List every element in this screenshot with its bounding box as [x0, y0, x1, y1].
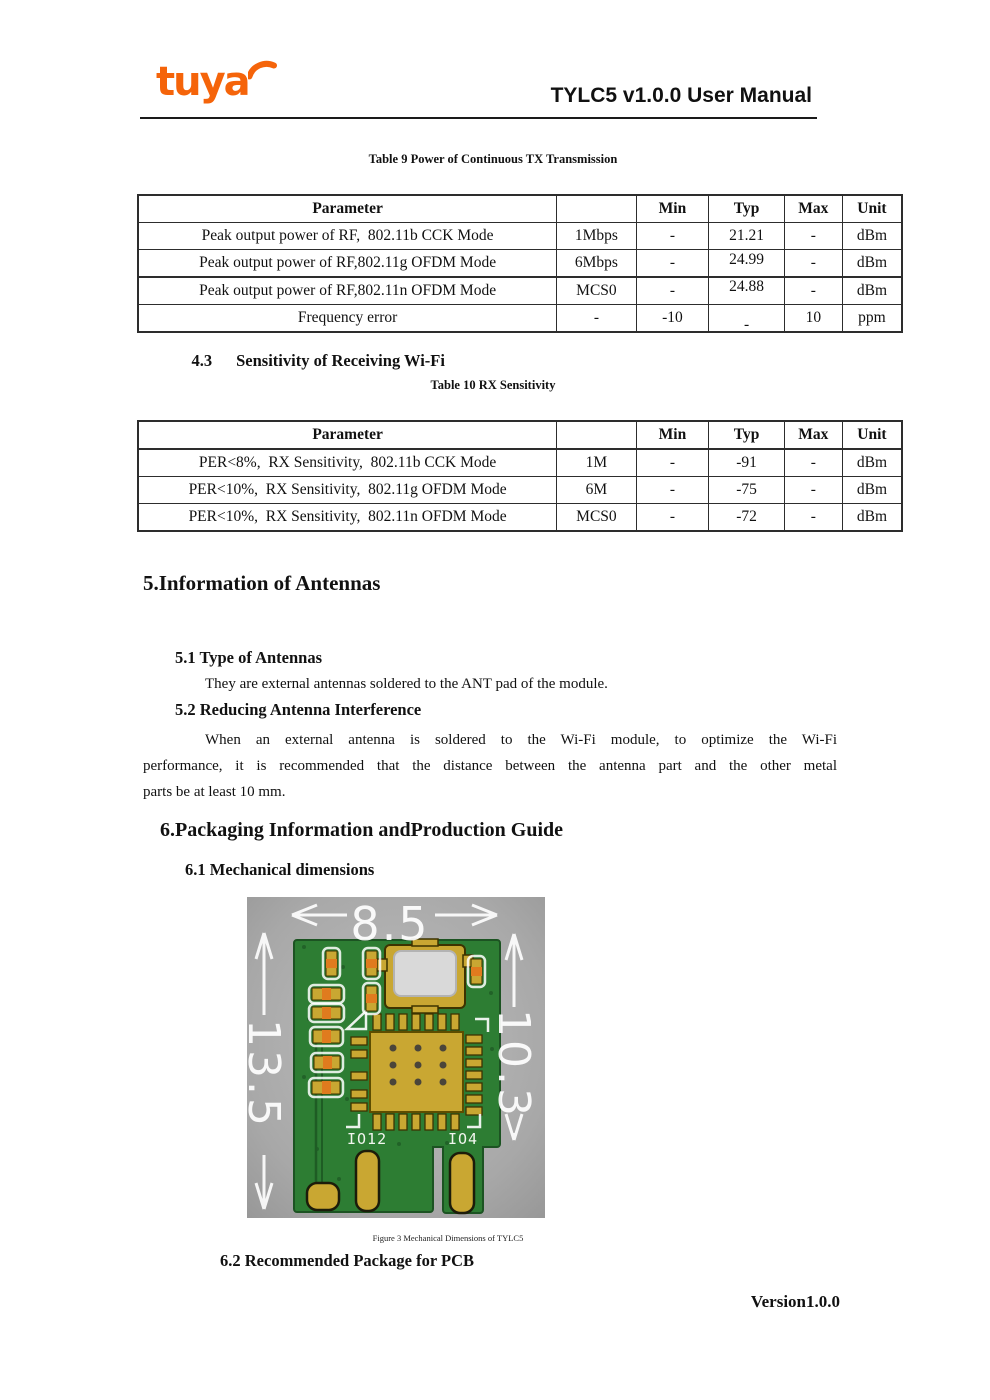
- table-cell: -: [635, 503, 710, 532]
- table-cell: dBm: [841, 249, 903, 278]
- table-cell: Peak output power of RF,802.11n OFDM Mod…: [137, 276, 558, 305]
- heading-5: 5.Information of Antennas: [143, 571, 381, 595]
- paragraph-line: performance, it is recommended that the …: [143, 758, 837, 774]
- table-cell: -: [783, 476, 843, 504]
- table-cell: dBm: [841, 503, 903, 532]
- table-cell: dBm: [841, 276, 903, 305]
- table-row: Peak output power of RF, 802.11b CCK Mod…: [137, 222, 903, 250]
- table-cell: PER<10%, RX Sensitivity, 802.11g OFDM Mo…: [137, 476, 558, 504]
- table-row: PER<10%, RX Sensitivity, 802.11n OFDM Mo…: [137, 503, 903, 532]
- heading-4-3-title: Sensitivity of Receiving Wi-Fi: [236, 351, 445, 370]
- table-cell: -: [635, 222, 710, 250]
- table-header-cell: Min: [635, 194, 710, 223]
- table-cell: -: [635, 448, 710, 477]
- table-cell: dBm: [841, 476, 903, 504]
- table-header-cell: Max: [783, 420, 843, 450]
- table-row: PER<8%, RX Sensitivity, 802.11b CCK Mode…: [137, 448, 903, 477]
- table-cell: 24.88: [708, 276, 785, 305]
- table-cell: -: [783, 448, 843, 477]
- tuya-antenna-icon: [248, 60, 277, 80]
- bottom-pads: [305, 1149, 476, 1215]
- pcb-label-io12: IO12: [347, 1130, 387, 1148]
- passive-components: [307, 946, 487, 1099]
- pcb-mechanical-figure: IO12 IO4 8.5 13.5 10.3: [238, 897, 545, 1218]
- table-cell: -: [783, 503, 843, 532]
- heading-6-1: 6.1 Mechanical dimensions: [185, 860, 375, 879]
- table-cell: ppm: [841, 304, 903, 333]
- table10-caption: Table 10 RX Sensitivity: [430, 378, 556, 392]
- table-header-cell: Parameter: [137, 194, 558, 223]
- version-label: Version1.0.0: [750, 1292, 840, 1311]
- table-cell: MCS0: [556, 503, 637, 532]
- table-cell: 1Mbps: [556, 222, 637, 250]
- table-cell: -75: [708, 476, 785, 504]
- table-header-cell: Unit: [841, 420, 903, 450]
- dimension-height-left-label: 13.5: [247, 1019, 289, 1129]
- pcb-label-io4: IO4: [448, 1130, 478, 1148]
- figure-caption: Figure 3 Mechanical Dimensions of TYLC5: [372, 1233, 524, 1243]
- table-cell: -: [635, 476, 710, 504]
- table-row: PER<10%, RX Sensitivity, 802.11g OFDM Mo…: [137, 476, 903, 504]
- heading-5-2: 5.2 Reducing Antenna Interference: [175, 700, 422, 719]
- table-header-cell: Typ: [708, 194, 785, 223]
- pcb-figure-svg: IO12 IO4 8.5 13.5 10.3: [238, 897, 545, 1218]
- table-cell: dBm: [841, 222, 903, 250]
- table-cell: PER<10%, RX Sensitivity, 802.11n OFDM Mo…: [137, 503, 558, 532]
- qfn-footprint: [343, 1008, 490, 1131]
- table-cell: 6M: [556, 476, 637, 504]
- table-header-cell: Typ: [708, 420, 785, 450]
- paragraph-line: When an external antenna is soldered to …: [205, 732, 837, 748]
- tuya-logo: tuya: [156, 59, 277, 105]
- table-cell: -: [556, 304, 637, 333]
- table-cell: -: [635, 249, 710, 278]
- table-header-cell: Min: [635, 420, 710, 450]
- crystal-component: [376, 938, 474, 1014]
- table-header-cell: Unit: [841, 194, 903, 223]
- heading-6: 6.Packaging Information andProduction Gu…: [160, 819, 564, 841]
- table-cell: Peak output power of RF, 802.11b CCK Mod…: [137, 222, 558, 250]
- table-cell: Frequency error: [137, 304, 558, 333]
- table-cell: 24.99: [708, 249, 785, 278]
- table9-caption: Table 9 Power of Continuous TX Transmiss…: [368, 152, 618, 166]
- table-cell: -72: [708, 503, 785, 532]
- table-header-cell: [556, 194, 637, 223]
- heading-5-1: 5.1 Type of Antennas: [175, 648, 323, 667]
- table-cell: 1M: [556, 448, 637, 477]
- table-cell: dBm: [841, 448, 903, 477]
- paragraph-5-2: When an external antenna is soldered to …: [143, 727, 837, 805]
- table-header-cell: [556, 420, 637, 450]
- dimension-width-label: 8.5: [350, 897, 429, 951]
- table-cell: MCS0: [556, 276, 637, 305]
- table-cell: PER<8%, RX Sensitivity, 802.11b CCK Mode: [137, 448, 558, 477]
- table-cell: -: [783, 276, 843, 305]
- heading-4-3-number: 4.3: [191, 351, 213, 370]
- paragraph-line: parts be at least 10 mm.: [143, 784, 286, 800]
- table-header-cell: Parameter: [137, 420, 558, 450]
- heading-4-3: 4.3 Sensitivity of Receiving Wi-Fi: [175, 331, 445, 391]
- table-row: Peak output power of RF,802.11g OFDM Mod…: [137, 249, 903, 278]
- table-row: Peak output power of RF,802.11n OFDM Mod…: [137, 276, 903, 305]
- table-cell: 10: [783, 304, 843, 333]
- table-cell: -: [783, 249, 843, 278]
- table-cell: -: [783, 222, 843, 250]
- table-cell: -: [635, 276, 710, 305]
- tuya-logo-text: tuya: [156, 59, 251, 105]
- heading-6-2: 6.2 Recommended Package for PCB: [220, 1251, 475, 1270]
- table-cell: -: [708, 304, 785, 333]
- dimension-height-right-label: 10.3: [488, 1009, 539, 1119]
- table-cell: 21.21: [708, 222, 785, 250]
- dimension-arrows: [254, 903, 524, 1210]
- table-header-cell: Max: [783, 194, 843, 223]
- table-cell: Peak output power of RF,802.11g OFDM Mod…: [137, 249, 558, 278]
- table-cell: -91: [708, 448, 785, 477]
- header-divider: [140, 117, 817, 119]
- page-title: TYLC5 v1.0.0 User Manual: [550, 84, 812, 107]
- paragraph-5-1: They are external antennas soldered to t…: [205, 676, 608, 692]
- table-cell: 6Mbps: [556, 249, 637, 278]
- table-cell: -10: [635, 304, 710, 333]
